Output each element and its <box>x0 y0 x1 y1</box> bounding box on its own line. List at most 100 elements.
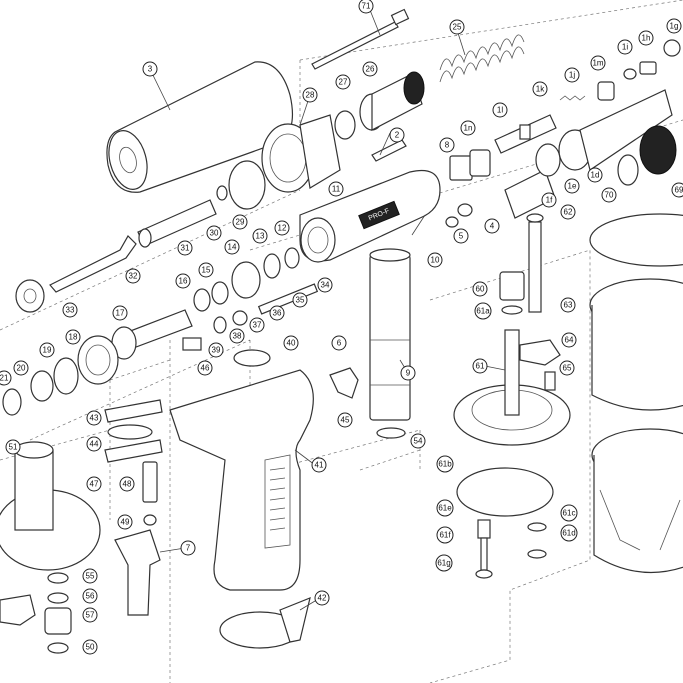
callout-14: 14 <box>224 239 240 255</box>
callout-number: 57 <box>86 611 95 620</box>
callout-42: 42 <box>314 590 330 606</box>
part-17-piston <box>111 309 193 360</box>
callout-bubble <box>460 120 476 136</box>
callout-number: 1h <box>642 34 651 43</box>
part-30-seal <box>216 185 228 201</box>
callout-1g: 1g <box>666 18 682 34</box>
callout-bubble <box>252 228 268 244</box>
callout-bubble <box>335 74 351 90</box>
callout-number: 27 <box>339 78 348 87</box>
callout-31: 31 <box>177 240 193 256</box>
callout-number: 11 <box>332 185 341 194</box>
callout-bubble <box>317 277 333 293</box>
callout-bubble <box>175 273 191 289</box>
callout-number: 40 <box>287 339 296 348</box>
callout-bubble <box>560 204 576 220</box>
callout-number: 54 <box>414 437 423 446</box>
callout-number: 1n <box>464 124 473 133</box>
callout-number: 1d <box>591 171 600 180</box>
callout-37: 37 <box>249 317 265 333</box>
callout-32: 32 <box>125 268 141 284</box>
callout-number: 32 <box>129 272 138 281</box>
callout-44: 44 <box>86 436 102 452</box>
callout-number: 31 <box>181 244 190 253</box>
callout-1f: 1f <box>541 192 557 208</box>
callout-bubble <box>532 81 548 97</box>
callout-bubble <box>208 342 224 358</box>
callout-41: 41 <box>311 457 327 473</box>
callout-bubble <box>142 61 158 77</box>
callout-9: 9 <box>400 365 416 381</box>
callout-60: 60 <box>472 281 488 297</box>
callout-number: 21 <box>0 374 9 383</box>
callout-number: 9 <box>406 369 411 378</box>
callout-54: 54 <box>410 433 426 449</box>
callout-number: 15 <box>202 266 211 275</box>
callout-number: 61b <box>438 460 452 469</box>
callout-bubble <box>82 607 98 623</box>
callout-bubble <box>587 167 603 183</box>
callout-bubble <box>117 514 133 530</box>
callout-number: 71 <box>362 2 371 11</box>
part-28-piston <box>261 114 341 193</box>
callout-50: 50 <box>82 639 98 655</box>
callout-bubble <box>666 18 682 34</box>
callout-61g: 61g <box>435 554 453 572</box>
callout-number: 56 <box>86 592 95 601</box>
callout-10: 10 <box>427 252 443 268</box>
callout-bubble <box>331 335 347 351</box>
callout-55: 55 <box>82 568 98 584</box>
callout-bubble <box>5 439 21 455</box>
callout-number: 38 <box>233 332 242 341</box>
callout-61b: 61b <box>436 455 454 473</box>
callout-bubble <box>206 225 222 241</box>
callout-6: 6 <box>331 335 347 351</box>
callout-number: 41 <box>315 461 324 470</box>
part-71-rod <box>311 8 410 70</box>
callout-bubble <box>472 358 488 374</box>
callout-number: 16 <box>179 277 188 286</box>
callout-bubble <box>436 526 454 544</box>
callout-bubble <box>564 178 580 194</box>
callout-number: 55 <box>86 572 95 581</box>
callout-47: 47 <box>86 476 102 492</box>
callout-bubble <box>337 412 353 428</box>
callout-bubble <box>617 39 633 55</box>
callout-bubble <box>197 360 213 376</box>
callout-number: 48 <box>123 480 132 489</box>
parts-2-10 <box>371 139 473 228</box>
callout-bubble <box>436 499 454 517</box>
part-27-oring <box>334 110 356 140</box>
callout-70: 70 <box>601 187 617 203</box>
callout-labels: 712532726281g1i1h1m1j1k1l1n281e1d69701f1… <box>0 0 683 655</box>
part-54-oring <box>376 427 406 439</box>
part-32-lever <box>49 235 137 293</box>
callout-number: 70 <box>605 191 614 200</box>
callout-7: 7 <box>180 540 196 556</box>
callout-1m: 1m <box>590 55 606 71</box>
callout-34: 34 <box>317 277 333 293</box>
callout-18: 18 <box>65 329 81 345</box>
callout-number: 20 <box>17 364 26 373</box>
callout-number: 45 <box>341 416 350 425</box>
callout-number: 61 <box>476 362 485 371</box>
callout-61d: 61d <box>560 524 578 542</box>
callout-bubble <box>82 639 98 655</box>
callout-bubble <box>198 262 214 278</box>
callout-13: 13 <box>252 228 268 244</box>
callout-number: 63 <box>564 301 573 310</box>
callout-number: 61f <box>439 531 451 540</box>
callout-bubble <box>112 305 128 321</box>
callout-number: 1l <box>497 106 503 115</box>
callout-number: 5 <box>459 232 464 241</box>
part-25-spring <box>439 34 525 83</box>
callout-bubble <box>177 240 193 256</box>
callout-bubble <box>400 365 416 381</box>
callout-64: 64 <box>561 332 577 348</box>
part-3-cylinder <box>106 61 293 193</box>
callout-bubble <box>560 504 578 522</box>
parts-55-57 <box>0 572 72 654</box>
callout-number: 4 <box>490 222 495 231</box>
callout-bubble <box>39 342 55 358</box>
callout-1k: 1k <box>532 81 548 97</box>
